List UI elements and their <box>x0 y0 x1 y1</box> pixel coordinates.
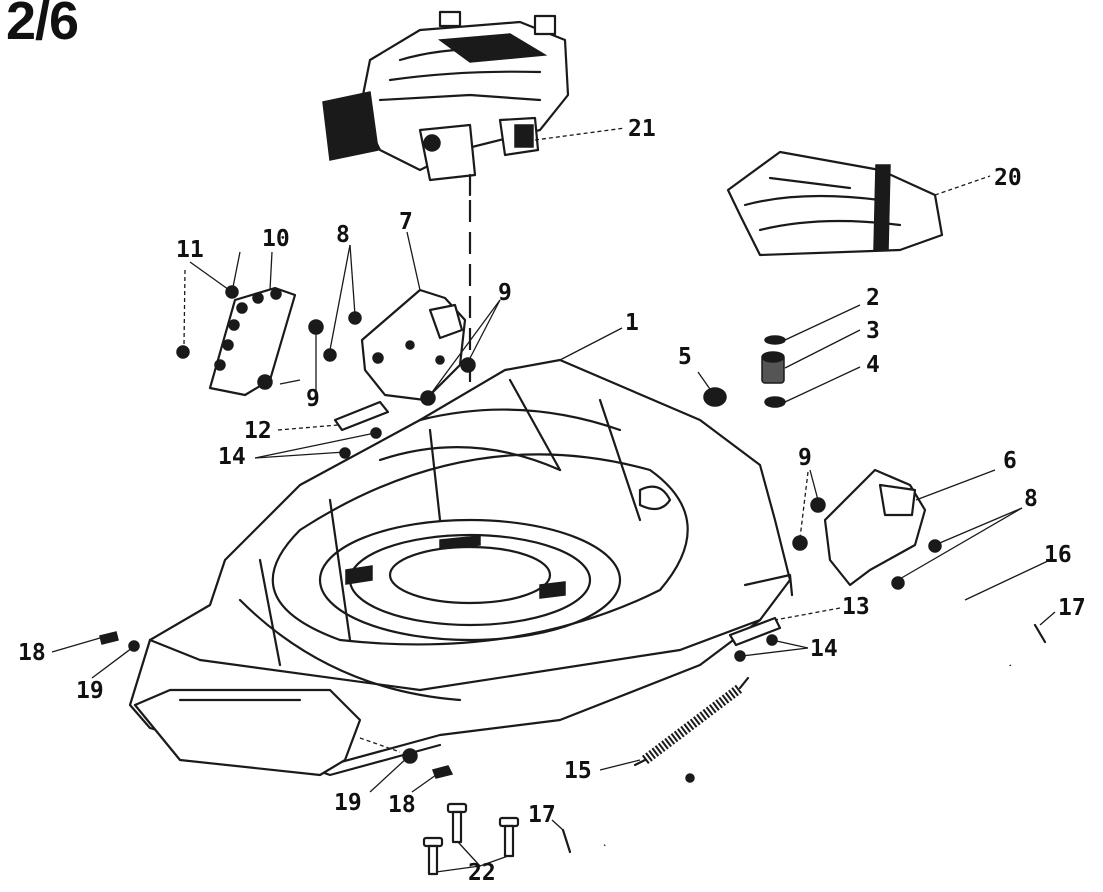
label-part-14b: 14 <box>810 636 838 662</box>
handle-rod-part-16 <box>602 596 1014 848</box>
cap-part-5 <box>703 387 727 407</box>
washer-part-2 <box>764 335 786 345</box>
label-part-8a: 8 <box>336 222 350 248</box>
label-part-13: 13 <box>842 594 870 620</box>
label-part-3: 3 <box>866 318 880 344</box>
page-title: 2/6 <box>6 0 79 51</box>
label-part-18b: 18 <box>388 792 416 818</box>
label-part-14a: 14 <box>218 444 246 470</box>
washer-part-4 <box>764 396 786 408</box>
bolt-part-18b <box>432 765 454 779</box>
label-part-15: 15 <box>564 758 592 784</box>
blade-bolt-part-22 <box>422 802 520 876</box>
label-part-21: 21 <box>628 116 656 142</box>
bolt-part-18a <box>99 631 119 645</box>
label-part-10: 10 <box>262 226 290 252</box>
label-part-20: 20 <box>994 165 1022 191</box>
label-part-18a: 18 <box>18 640 46 666</box>
label-part-19a: 19 <box>76 678 104 704</box>
label-part-1: 1 <box>625 310 639 336</box>
pin-part-17a <box>1033 623 1047 644</box>
label-part-6: 6 <box>1003 448 1017 474</box>
height-adjuster-part-7 <box>323 288 476 406</box>
label-part-7: 7 <box>399 209 413 235</box>
label-part-9a: 9 <box>498 280 512 306</box>
label-part-11: 11 <box>176 237 204 263</box>
label-part-8b: 8 <box>1024 486 1038 512</box>
label-part-4: 4 <box>866 352 880 378</box>
label-part-5: 5 <box>678 344 692 370</box>
label-part-17b: 17 <box>528 802 556 828</box>
label-part-16: 16 <box>1044 542 1072 568</box>
engine-part <box>322 10 570 197</box>
pin-part-17b <box>561 828 572 854</box>
plate-part-12 <box>333 400 390 459</box>
deflector-part <box>726 150 944 257</box>
label-part-12: 12 <box>244 418 272 444</box>
handle-bracket-part-10 <box>176 285 324 397</box>
part-labels: 1 2 3 4 5 6 7 8 8 9 9 9 9 10 11 12 13 14… <box>18 116 1086 886</box>
plate-part-13 <box>728 616 782 662</box>
mower-deck-part <box>128 358 794 777</box>
height-adjuster-part-6 <box>792 468 942 590</box>
leader-lines <box>51 127 1056 873</box>
label-part-9b: 9 <box>306 386 320 412</box>
label-part-22: 22 <box>468 860 496 886</box>
label-part-2: 2 <box>866 285 880 311</box>
label-part-17a: 17 <box>1058 595 1086 621</box>
spring-part-15 <box>633 676 750 767</box>
bushing-part-3 <box>761 351 785 384</box>
label-part-19b: 19 <box>334 790 362 816</box>
washer-part-19b <box>402 748 418 764</box>
label-part-9c: 9 <box>798 445 812 471</box>
